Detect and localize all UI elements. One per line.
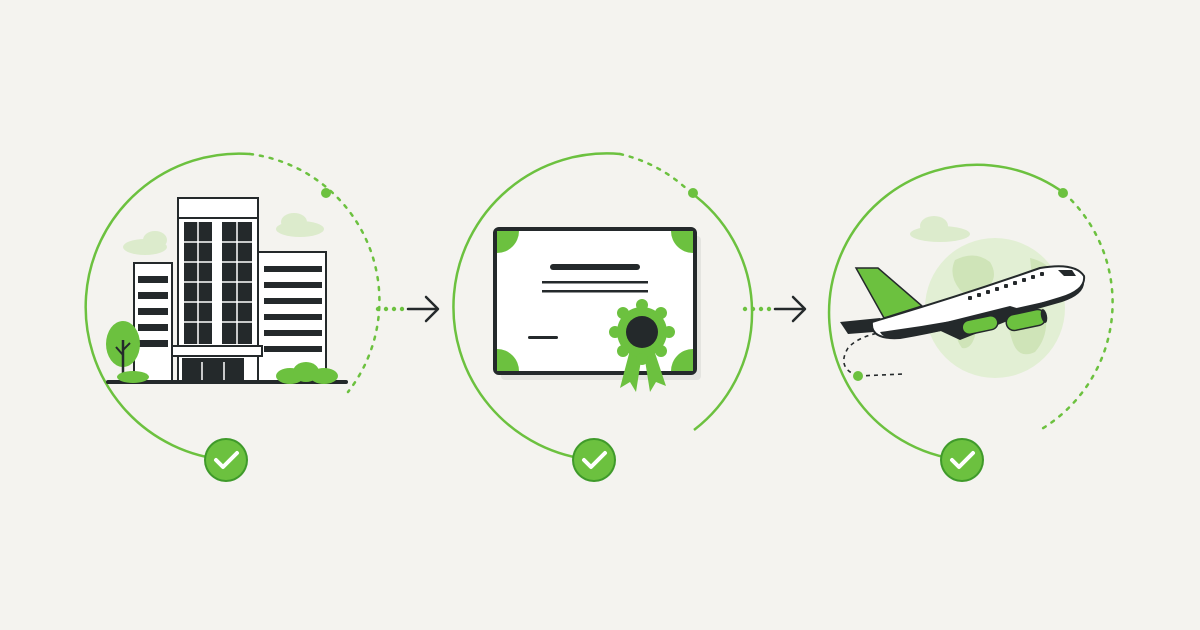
- connector-arrow: [742, 295, 807, 323]
- cloud-icon: [123, 213, 324, 255]
- flight-path: [842, 329, 897, 377]
- progress-ring: [827, 163, 1065, 462]
- cloud-icon: [910, 216, 970, 242]
- progress-ring: [452, 152, 621, 462]
- progress-ring-dotted: [618, 152, 692, 194]
- certificate-icon: [493, 227, 701, 392]
- progress-ring-dotted: [1038, 191, 1114, 432]
- arrow-right-icon: [406, 295, 440, 323]
- step-airplane: [827, 163, 1114, 484]
- step-office-building: [84, 152, 381, 484]
- connector-arrow: [375, 295, 440, 323]
- progress-ring: [84, 152, 251, 462]
- tree-icon: [106, 321, 149, 383]
- arrow-right-icon: [773, 295, 807, 323]
- step-certificate: [452, 152, 754, 484]
- office-building-icon: [106, 197, 348, 384]
- check-icon: [570, 436, 618, 484]
- airplane-icon: [840, 265, 1086, 340]
- check-icon: [938, 436, 986, 484]
- check-icon: [202, 436, 250, 484]
- bush-icon: [276, 362, 338, 384]
